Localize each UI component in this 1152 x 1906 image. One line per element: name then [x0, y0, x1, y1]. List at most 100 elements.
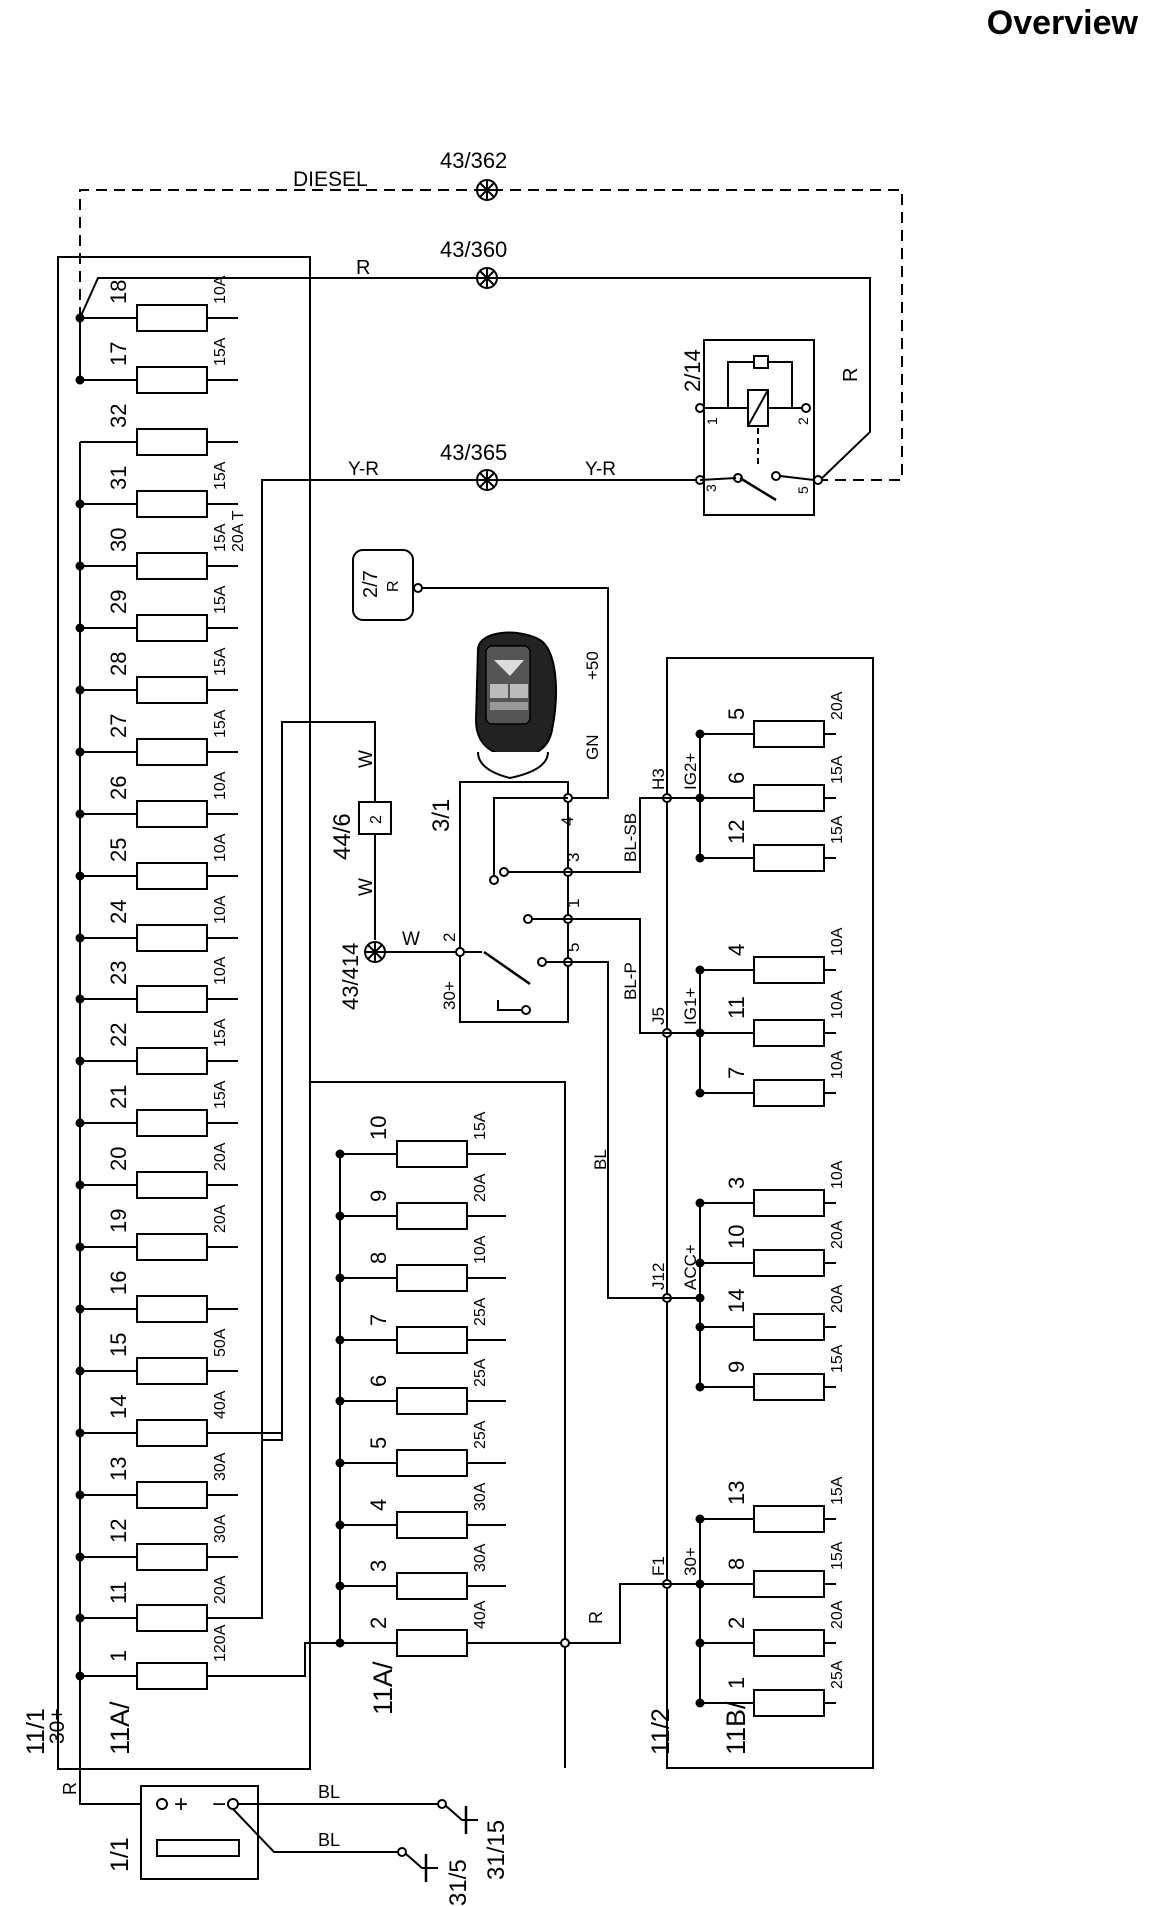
main-fuse-number: 22 — [106, 1023, 131, 1047]
main-fuse-number: 23 — [106, 961, 131, 985]
main-fuse-rating: 15A — [212, 461, 229, 490]
sub-fuse-body — [396, 1572, 468, 1600]
fuse-group-bus: ACC+ — [681, 1244, 700, 1290]
main-fuse-extra: 20A T — [230, 510, 247, 552]
fuse-11b-rating: 25A — [829, 1660, 846, 1689]
main-fuse-rating: 15A — [212, 1080, 229, 1109]
fusebox-11-1-name: 11/1 — [22, 1708, 50, 1755]
starter-2-7: 2/7 R +50 GN — [352, 549, 609, 799]
bl-sb-wire — [568, 797, 667, 873]
battery-minus: − — [212, 1791, 226, 1818]
sub-fuse-body — [396, 1629, 468, 1657]
fuse-11b-body — [753, 1505, 825, 1533]
ground-31-15-label: 31/15 — [483, 1820, 510, 1880]
top-wiring: DIESEL R R Y-R Y-R 43/362 43/360 43/365 — [79, 148, 903, 1083]
main-fuse-body — [136, 1109, 208, 1137]
main-fuse-body — [136, 738, 208, 766]
sub-fuse-number: 4 — [366, 1499, 391, 1511]
r-f1-label: R — [586, 1611, 606, 1624]
switch-pin-3: 3 — [564, 853, 583, 862]
yr-right-label: Y-R — [585, 459, 616, 480]
sub-fuse-body — [396, 1326, 468, 1354]
main-fuse-number: 20 — [106, 1147, 131, 1171]
main-fuse-rating: 20A — [212, 1575, 229, 1604]
connector-43-362-mark — [477, 180, 497, 200]
gn-label: GN — [583, 735, 602, 761]
sub-fuse-rating: 40A — [472, 1600, 489, 1629]
bl-31-15-label: BL — [318, 1782, 340, 1802]
sub-fuse-body — [396, 1140, 468, 1168]
main-fuse-number: 21 — [106, 1085, 131, 1109]
main-fuse-rating: 10A — [212, 833, 229, 862]
main-fuse-body — [136, 614, 208, 642]
fusebox-11a-main-label: 11A/ — [105, 1701, 135, 1755]
fuse-11b-rating: 15A — [829, 1541, 846, 1570]
fuse-11b-rating: 15A — [829, 755, 846, 784]
yr-left-label: Y-R — [348, 459, 379, 480]
main-fuse-number: 11 — [106, 1581, 131, 1604]
relay-44-6-frame — [358, 801, 392, 835]
w-upper-label: W — [356, 750, 377, 768]
relay-44-6-name: 44/6 — [329, 813, 356, 860]
diesel-wire — [79, 189, 903, 481]
main-fuse-rating: 15A — [212, 585, 229, 614]
sub-fuse-body — [396, 1449, 468, 1477]
connector-43-365-label: 43/365 — [440, 440, 507, 465]
bl-wire — [568, 961, 667, 1299]
main-fuse-rating: 40A — [212, 1390, 229, 1419]
ground-31-15-contact — [437, 1799, 447, 1809]
main-fuse-number: 16 — [106, 1271, 131, 1295]
bl-p-label: BL-P — [621, 962, 640, 1000]
main-fuse-body — [136, 1233, 208, 1261]
fuse-11b-rating: 20A — [829, 1220, 846, 1249]
fuse-11b-body — [753, 1189, 825, 1217]
fuse-group-connector: J12 — [649, 1263, 668, 1290]
connector-43-360-label: 43/360 — [440, 237, 507, 262]
sub-fuse-rating: 30A — [472, 1482, 489, 1511]
fuse-11b-number: 8 — [724, 1558, 749, 1570]
main-fuse-body — [136, 985, 208, 1013]
main-fuse-number: 19 — [106, 1209, 131, 1233]
fuse-11b-number: 2 — [724, 1617, 749, 1629]
main-fuse-body — [136, 676, 208, 704]
fusebox-11b-label: 11B/ — [721, 1701, 751, 1755]
main-fuse-rating: 30A — [212, 1452, 229, 1481]
main-fuse-body — [136, 304, 208, 332]
page-title: Overview — [986, 4, 1138, 42]
connector-43-362-label: 43/362 — [440, 148, 507, 173]
main-fuse-rating: 50A — [212, 1328, 229, 1357]
fuse-11b-number: 11 — [724, 996, 749, 1019]
main-fuse-21: 21 15A — [75, 1080, 238, 1137]
switch-3-1-name: 3/1 — [428, 799, 455, 832]
sub-box-border — [310, 1081, 566, 1768]
sub-fuse-rating: 10A — [472, 1235, 489, 1264]
sub-fuse-rating: 25A — [472, 1420, 489, 1449]
fuse-11b-body — [753, 844, 825, 872]
main-fuse-rating: 10A — [212, 895, 229, 924]
w-conn-label: W — [402, 929, 420, 950]
fuse-11b-number: 9 — [724, 1361, 749, 1373]
main-fuse-32: 32 — [80, 404, 238, 456]
connector-43-414-label: 43/414 — [338, 943, 363, 1010]
sub-fuse-body — [396, 1202, 468, 1230]
starter-2-7-name: 2/7 — [360, 570, 382, 598]
